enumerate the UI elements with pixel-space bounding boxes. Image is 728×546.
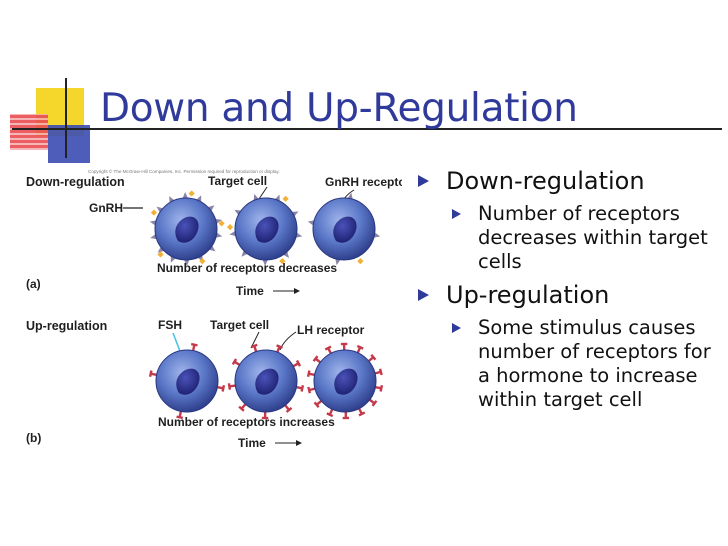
- down-regulation-cells: [149, 190, 381, 266]
- receptor-cap: [307, 386, 312, 394]
- receptor-cap: [176, 415, 184, 420]
- nucleus: [255, 216, 279, 243]
- receptor: [208, 244, 216, 252]
- receptor-cap: [356, 344, 364, 350]
- hormone-molecule: [150, 209, 158, 216]
- receptor-cap: [285, 407, 293, 413]
- bullet-list: Down-regulation Number of receptors decr…: [412, 166, 724, 418]
- up-regulation-heading: Up-regulation: [26, 319, 107, 333]
- hormone-molecule: [226, 223, 234, 231]
- receptors-decrease-caption: Number of receptors decreases: [157, 261, 337, 275]
- decor-vertical-line: [65, 78, 67, 158]
- receptor-cap: [378, 368, 383, 376]
- cell-b-1: [148, 342, 226, 420]
- receptor: [183, 258, 190, 266]
- nucleus: [255, 368, 279, 395]
- gnrh-receptor-label: GnRH receptor: [325, 175, 402, 189]
- receptors-increase-caption: Number of receptors increases: [158, 415, 335, 429]
- receptor-cap: [221, 384, 226, 392]
- receptor-cap: [326, 412, 334, 418]
- up-regulation-cells: [148, 342, 384, 420]
- receptor: [182, 192, 189, 200]
- receptor-cap: [379, 384, 384, 392]
- regulation-figure: Copyright © The McGraw-Hill Companies, I…: [26, 168, 402, 450]
- receptor-cap: [295, 359, 302, 367]
- receptor: [156, 206, 164, 214]
- decor-red-square: [10, 114, 48, 150]
- decor-blue-square: [48, 125, 90, 163]
- hormone-molecule: [357, 257, 364, 265]
- receptor-cap: [300, 384, 305, 392]
- bullet-down-regulation: Down-regulation: [412, 166, 724, 196]
- receptor: [241, 249, 249, 257]
- receptor-cap: [238, 405, 245, 412]
- hormone-molecule: [218, 220, 225, 227]
- cell-b-2: [227, 343, 305, 420]
- copyright-notice: Copyright © The McGraw-Hill Companies, I…: [88, 168, 280, 174]
- sub-bullet-receptors-decrease: Number of receptors decreases within tar…: [446, 202, 724, 274]
- cell-a-1: [149, 190, 225, 266]
- nucleus: [175, 216, 199, 243]
- slide-title: Down and Up-Regulation: [100, 86, 578, 131]
- receptor-cap: [358, 411, 366, 417]
- time-label-a: Time: [236, 284, 264, 298]
- panel-a-letter: (a): [26, 277, 41, 291]
- receptor: [282, 250, 290, 258]
- lh-receptor-label: LH receptor: [297, 323, 365, 337]
- receptor-cap: [250, 343, 258, 349]
- receptor-cap: [371, 400, 378, 407]
- cell-a-2: [226, 193, 303, 266]
- cell-a-3: [307, 192, 381, 266]
- time-label-b: Time: [238, 436, 266, 450]
- hormone-molecule: [188, 190, 195, 197]
- fsh-hormone-label: FSH: [158, 318, 182, 332]
- bullet-up-regulation: Up-regulation: [412, 280, 724, 310]
- receptor-cap: [324, 345, 332, 351]
- receptor-cap: [313, 401, 320, 408]
- receptor-cap: [276, 344, 283, 349]
- receptor-cap: [306, 370, 311, 378]
- receptor: [157, 245, 165, 253]
- receptor-cap: [231, 358, 238, 366]
- target-cell-label-a: Target cell: [208, 174, 267, 188]
- title-divider-line: [12, 128, 722, 130]
- target-cell-label-b: Target cell: [210, 318, 269, 332]
- gnrh-hormone-label: GnRH: [89, 201, 123, 215]
- panel-b-letter: (b): [26, 431, 41, 445]
- nucleus: [334, 368, 358, 395]
- sub-bullet-receptors-increase: Some stimulus causes number of receptors…: [446, 316, 724, 412]
- receptor-cap: [227, 383, 232, 390]
- receptor-cap: [148, 370, 153, 378]
- receptor: [207, 205, 215, 213]
- down-regulation-heading: Down-regulation: [26, 175, 125, 189]
- hormone-molecule: [282, 195, 289, 202]
- receptor-cap: [370, 354, 377, 361]
- receptor-cap: [312, 355, 319, 362]
- receptor-cap: [190, 342, 198, 347]
- cell-b-3: [306, 342, 384, 420]
- nucleus: [176, 368, 200, 395]
- receptor: [262, 258, 269, 266]
- nucleus: [333, 216, 357, 243]
